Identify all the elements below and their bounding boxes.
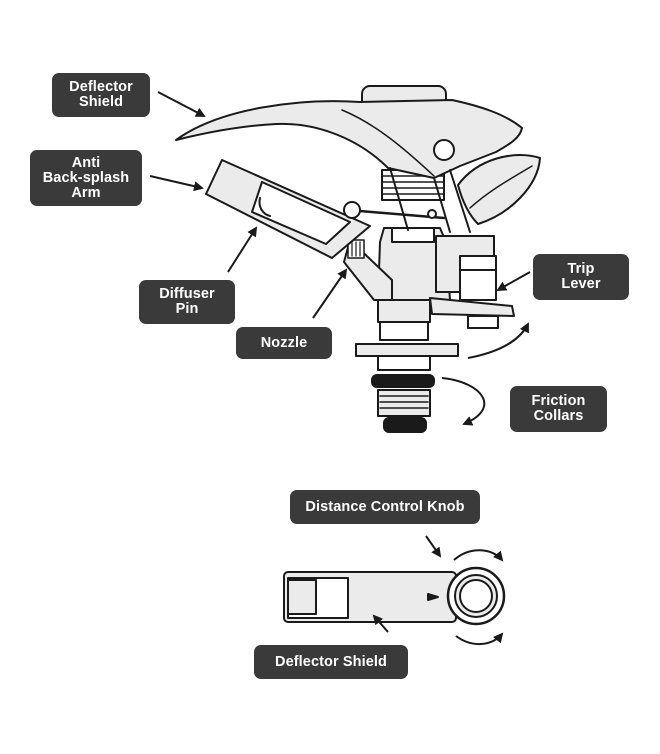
friction-collar-upper bbox=[371, 374, 435, 388]
nozzle-flange bbox=[355, 343, 459, 357]
lower-callout-arrows bbox=[372, 535, 504, 645]
label-nozzle: Nozzle bbox=[236, 327, 332, 359]
label-friction-collars: Friction Collars bbox=[510, 386, 607, 432]
label-deflector-shield-lower: Deflector Shield bbox=[254, 645, 408, 679]
deflector-shield bbox=[175, 99, 523, 179]
impact-sprinkler-illustration bbox=[175, 85, 541, 433]
trip-lever-leaf bbox=[457, 154, 541, 225]
label-anti-backsplash-arm: Anti Back-splash Arm bbox=[30, 150, 142, 206]
label-trip-lever: Trip Lever bbox=[533, 254, 629, 300]
label-diffuser-pin: Diffuser Pin bbox=[139, 280, 235, 324]
distance-control-detail bbox=[283, 566, 506, 626]
upper-callout-arrows bbox=[149, 91, 531, 426]
label-distance-control-knob: Distance Control Knob bbox=[290, 490, 480, 524]
friction-collar-lower bbox=[383, 417, 427, 433]
shield-pivot bbox=[433, 139, 455, 161]
label-deflector-shield: Deflector Shield bbox=[52, 73, 150, 117]
